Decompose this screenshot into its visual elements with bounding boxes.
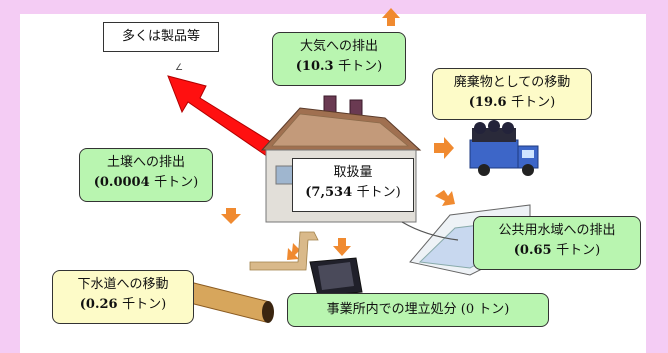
products-text: 多くは製品等: [121, 29, 200, 44]
sewer-transfer-unit: 千トン): [122, 297, 167, 312]
air-emission-label: 大気への排出: [299, 39, 378, 54]
sewer-transfer-box: 下水道への移動 (0.26 千トン): [52, 270, 194, 324]
water-emission-unit: 千トン): [556, 243, 601, 258]
handled-amount-box: 取扱量 (7,534 千トン): [292, 158, 414, 212]
water-arrow-icon: [435, 190, 455, 206]
orange-arrows: [221, 8, 455, 260]
truck-icon: [469, 120, 539, 176]
waste-arrow-icon: [434, 137, 454, 159]
landfill-pit-icon: [309, 257, 363, 297]
handled-amount-unit: 千トン): [356, 185, 401, 200]
handled-amount-label: 取扱量: [333, 165, 373, 180]
water-emission-box: 公共用水域への排出 (0.65 千トン): [473, 216, 641, 270]
sewer-transfer-value: (0.26: [79, 297, 118, 312]
water-emission-value: (0.65: [513, 243, 552, 258]
soil-emission-box: 土壌への排出 (0.0004 千トン): [79, 148, 213, 202]
products-label: 多くは製品等: [103, 22, 219, 52]
landfill-arrow-icon: [333, 238, 351, 256]
soil-emission-label: 土壌への排出: [106, 155, 185, 170]
waste-transfer-label: 廃棄物としての移動: [453, 75, 571, 90]
air-emission-box: 大気への排出 (10.3 千トン): [272, 32, 406, 86]
handled-amount-value: (7,534: [305, 185, 353, 200]
air-up-arrow-icon: [382, 8, 400, 26]
soil-emission-value: (0.0004: [93, 175, 150, 190]
air-emission-value: (10.3: [295, 59, 334, 74]
soil-arrow-icon: [221, 208, 241, 224]
waste-transfer-value: (19.6: [468, 95, 507, 110]
landfill-text: 事業所内での埋立処分 (0 トン): [326, 302, 510, 317]
landfill-box: 事業所内での埋立処分 (0 トン): [287, 293, 549, 327]
svg-text:∠: ∠: [175, 63, 183, 73]
air-emission-unit: 千トン): [338, 59, 383, 74]
water-emission-label: 公共用水域への排出: [498, 223, 616, 238]
waste-transfer-box: 廃棄物としての移動 (19.6 千トン): [432, 68, 592, 120]
soil-emission-unit: 千トン): [154, 175, 199, 190]
waste-transfer-unit: 千トン): [511, 95, 556, 110]
sewer-transfer-label: 下水道への移動: [77, 277, 169, 292]
sewer-arrow-icon: [287, 243, 300, 260]
